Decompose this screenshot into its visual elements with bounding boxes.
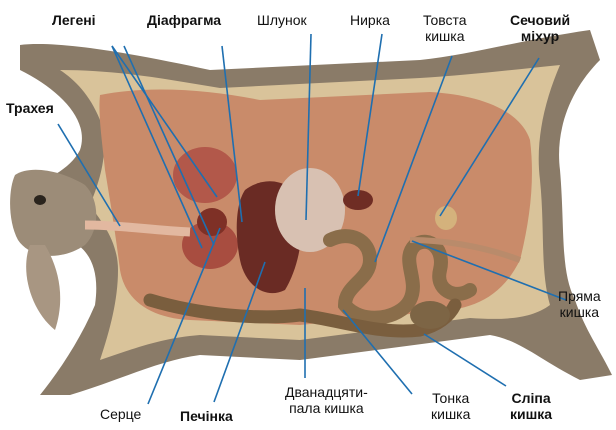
label-bladder: Сечовий міхур [510,12,570,44]
label-large-intestine: Товста кишка [423,12,467,44]
label-large-intestine-line1: Товста [423,12,467,28]
label-bladder-line2: міхур [510,28,570,44]
label-small-intestine-line2: кишка [431,406,470,422]
label-large-intestine-line2: кишка [423,28,467,44]
label-duodenum: Дванадцяти- пала кишка [285,384,368,416]
pointer-caecum [424,334,506,386]
label-caecum-line1: Сліпа [510,390,552,406]
label-kidney: Нирка [350,12,390,28]
label-rectum: Пряма кишка [558,288,601,320]
label-rectum-line1: Пряма [558,288,601,304]
label-small-intestine-line1: Тонка [431,390,470,406]
label-liver: Печінка [180,408,233,424]
label-small-intestine: Тонка кишка [431,390,470,422]
label-rectum-line2: кишка [558,304,601,320]
eye [34,195,46,205]
label-stomach: Шлунок [257,12,307,28]
label-duodenum-line2: пала кишка [285,400,368,416]
label-caecum-line2: кишка [510,406,552,422]
ear [26,245,60,330]
label-diaphragm: Діафрагма [147,12,221,28]
heart-organ [197,208,227,236]
label-duodenum-line1: Дванадцяти- [285,384,368,400]
bladder-organ [435,206,457,230]
label-heart: Серце [100,406,141,422]
label-caecum: Сліпа кишка [510,390,552,422]
caecum-organ [410,301,450,329]
label-lungs: Легені [52,12,96,28]
label-bladder-line1: Сечовий [510,12,570,28]
label-trachea: Трахея [6,100,54,116]
